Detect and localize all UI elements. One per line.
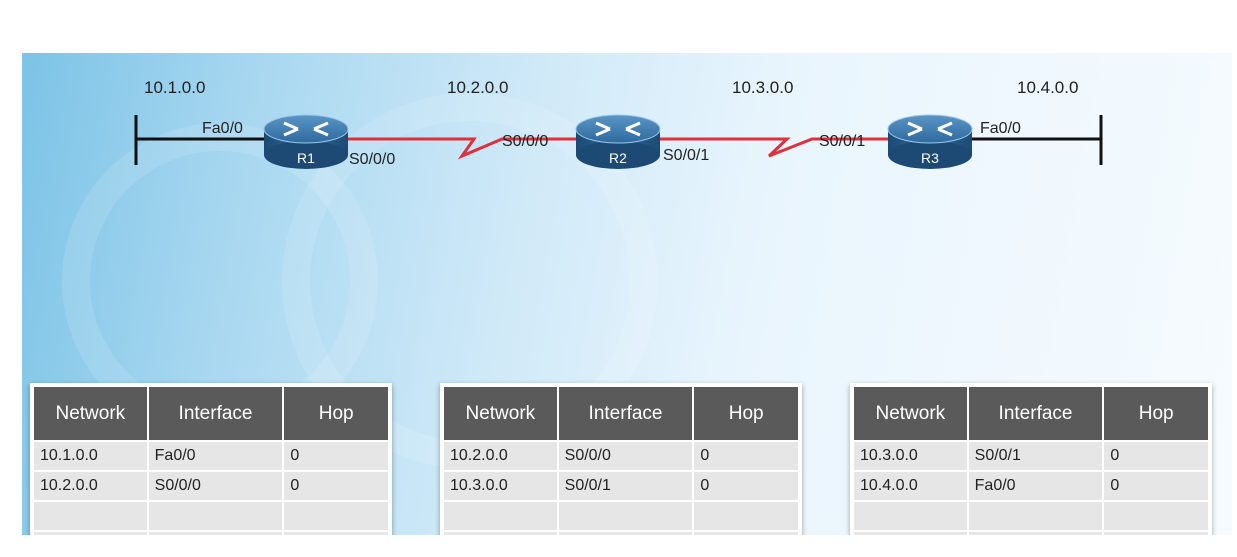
cell-network: 10.4.0.0 — [854, 472, 967, 500]
network-label: 10.4.0.0 — [1017, 78, 1079, 97]
network-topology: R1 R2 R3 — [134, 114, 1103, 169]
router-name: R3 — [921, 150, 939, 166]
cell-network — [854, 502, 967, 530]
cell-interface: Fa0/0 — [968, 472, 1103, 500]
cell-network: 10.3.0.0 — [444, 472, 557, 500]
cell-hop — [1104, 532, 1208, 535]
diagram-canvas: R1 R2 R3 10.1.0.0 10.2.0.0 10.3.0.0 10.4… — [22, 53, 1232, 535]
table-row — [34, 532, 388, 535]
cell-hop — [1104, 502, 1208, 530]
cell-interface: S0/0/1 — [558, 472, 693, 500]
cell-interface: Fa0/0 — [148, 442, 283, 470]
serial-link-r1-r2 — [344, 137, 580, 160]
cell-hop — [284, 502, 388, 530]
cell-network — [444, 532, 557, 535]
router-r1: R1 — [263, 114, 349, 169]
cell-hop: 0 — [284, 442, 388, 470]
router-name: R2 — [609, 150, 627, 166]
cell-network — [34, 502, 147, 530]
cell-interface: S0/0/0 — [558, 442, 693, 470]
cell-interface: S0/0/1 — [968, 442, 1103, 470]
column-header-interface: Interface — [968, 387, 1103, 440]
cell-hop: 0 — [1104, 472, 1208, 500]
column-header-hop: Hop — [1104, 387, 1208, 440]
column-header-hop: Hop — [694, 387, 798, 440]
router-r3: R3 — [887, 114, 973, 169]
interface-label: S0/0/0 — [502, 133, 549, 150]
cell-network: 10.3.0.0 — [854, 442, 967, 470]
cell-interface — [968, 502, 1103, 530]
cell-network: 10.1.0.0 — [34, 442, 147, 470]
column-header-interface: Interface — [148, 387, 283, 440]
column-header-network: Network — [854, 387, 967, 440]
cell-hop: 0 — [694, 472, 798, 500]
cell-hop — [694, 532, 798, 535]
cell-interface — [558, 502, 693, 530]
cell-interface — [968, 532, 1103, 535]
cell-network: 10.2.0.0 — [444, 442, 557, 470]
table-row — [34, 502, 388, 530]
cell-network: 10.2.0.0 — [34, 472, 147, 500]
cell-interface — [148, 532, 283, 535]
table-row — [444, 502, 798, 530]
table-row — [854, 502, 1208, 530]
table-row — [444, 532, 798, 535]
cell-interface: S0/0/0 — [148, 472, 283, 500]
interface-label: S0/0/1 — [819, 133, 866, 150]
interface-label: Fa0/0 — [980, 120, 1021, 137]
column-header-network: Network — [34, 387, 147, 440]
cell-interface — [558, 532, 693, 535]
cell-network — [34, 532, 147, 535]
serial-link-r2-r3 — [656, 137, 892, 158]
interface-label: S0/0/1 — [663, 147, 710, 164]
cell-network — [854, 532, 967, 535]
column-header-network: Network — [444, 387, 557, 440]
network-label: 10.1.0.0 — [144, 78, 206, 97]
network-label: 10.2.0.0 — [447, 78, 509, 97]
cell-hop: 0 — [1104, 442, 1208, 470]
cell-network — [444, 502, 557, 530]
cell-hop: 0 — [284, 472, 388, 500]
interface-label: Fa0/0 — [202, 120, 243, 137]
table-row — [854, 532, 1208, 535]
cell-hop — [694, 502, 798, 530]
network-label: 10.3.0.0 — [732, 78, 794, 97]
cell-hop — [284, 532, 388, 535]
router-name: R1 — [297, 150, 315, 166]
column-header-hop: Hop — [284, 387, 388, 440]
router-r2: R2 — [575, 114, 661, 169]
interface-label: S0/0/0 — [349, 151, 396, 168]
cell-interface — [148, 502, 283, 530]
cell-hop: 0 — [694, 442, 798, 470]
column-header-interface: Interface — [558, 387, 693, 440]
